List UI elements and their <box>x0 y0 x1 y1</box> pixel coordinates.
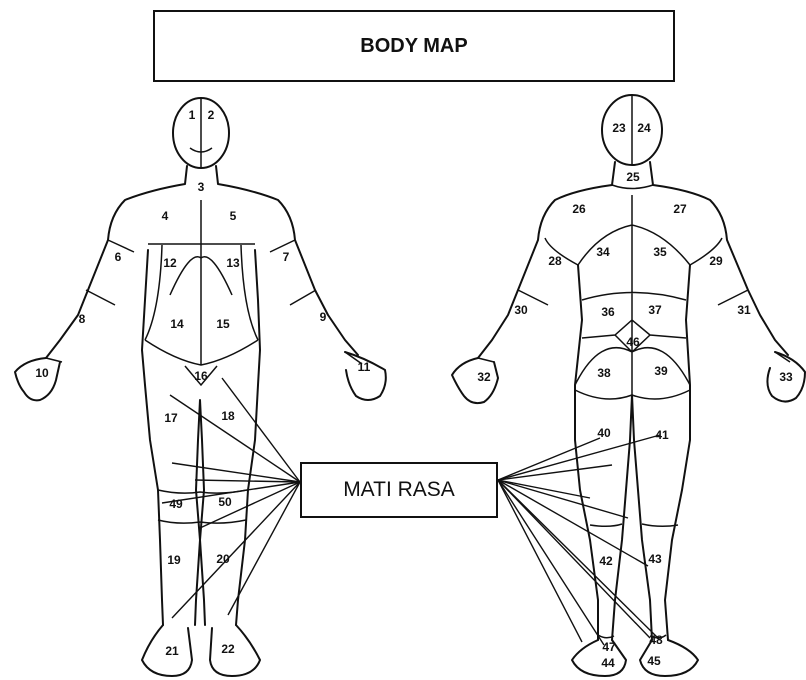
region-20: 20 <box>216 552 230 566</box>
front-right-foot <box>210 625 260 676</box>
region-39: 39 <box>654 364 668 378</box>
region-9: 9 <box>320 310 327 324</box>
back-left-hand <box>452 358 498 403</box>
region-29: 29 <box>709 254 723 268</box>
region-14: 14 <box>170 317 184 331</box>
region-44: 44 <box>601 656 615 670</box>
region-2: 2 <box>208 108 215 122</box>
region-25: 25 <box>626 170 640 184</box>
region-8: 8 <box>79 312 86 326</box>
region-30: 30 <box>514 303 528 317</box>
region-24: 24 <box>637 121 651 135</box>
region-41: 41 <box>655 428 669 442</box>
region-35: 35 <box>653 245 667 259</box>
region-17: 17 <box>164 411 178 425</box>
region-48: 48 <box>649 633 663 647</box>
region-40: 40 <box>597 426 611 440</box>
region-36: 36 <box>601 305 615 319</box>
region-27: 27 <box>673 202 687 216</box>
back-left-foot <box>572 640 626 676</box>
region-31: 31 <box>737 303 751 317</box>
region-22: 22 <box>221 642 235 656</box>
region-28: 28 <box>548 254 562 268</box>
region-50: 50 <box>218 495 232 509</box>
region-37: 37 <box>648 303 662 317</box>
region-15: 15 <box>216 317 230 331</box>
region-10: 10 <box>35 366 49 380</box>
region-43: 43 <box>648 552 662 566</box>
region-7: 7 <box>283 250 290 264</box>
region-1: 1 <box>189 108 196 122</box>
region-33: 33 <box>779 370 793 384</box>
mati-rasa-label: MATI RASA <box>300 462 498 518</box>
region-4: 4 <box>162 209 169 223</box>
region-18: 18 <box>221 409 235 423</box>
back-body-outline <box>478 162 788 640</box>
region-45: 45 <box>647 654 661 668</box>
back-segment-lines <box>478 185 790 638</box>
region-21: 21 <box>165 644 179 658</box>
region-49: 49 <box>169 497 183 511</box>
region-6: 6 <box>115 250 122 264</box>
region-26: 26 <box>572 202 586 216</box>
region-23: 23 <box>612 121 626 135</box>
region-13: 13 <box>226 256 240 270</box>
region-12: 12 <box>163 256 177 270</box>
region-19: 19 <box>167 553 181 567</box>
front-body-outline <box>46 166 358 625</box>
region-5: 5 <box>230 209 237 223</box>
region-34: 34 <box>596 245 610 259</box>
region-47: 47 <box>602 640 616 654</box>
region-38: 38 <box>597 366 611 380</box>
region-32: 32 <box>477 370 491 384</box>
region-11: 11 <box>358 360 371 374</box>
region-16: 16 <box>194 369 208 383</box>
region-3: 3 <box>198 180 205 194</box>
region-46: 46 <box>626 335 640 349</box>
region-42: 42 <box>599 554 613 568</box>
